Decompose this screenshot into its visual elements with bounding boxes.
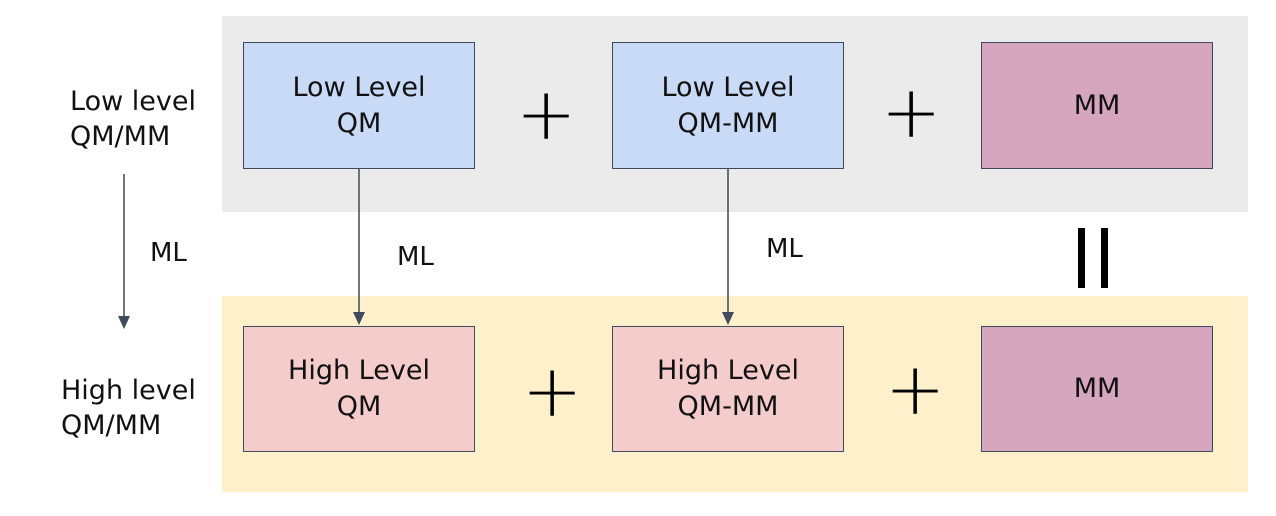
low-level-label-line1: Low level	[70, 86, 196, 117]
plus-operator: +	[522, 349, 583, 433]
plus-operator: +	[516, 72, 577, 156]
box-label-line1: High Level	[657, 355, 799, 386]
equals-icon	[1076, 228, 1110, 288]
box-label-line2: QM	[336, 391, 382, 422]
high-level-qm-mm-box: High Level QM-MM	[612, 326, 844, 452]
box-label-line1: MM	[1073, 89, 1121, 121]
box-label-line1: MM	[1073, 373, 1121, 404]
high-level-label: High level QM/MM	[61, 373, 196, 443]
side-ml-arrow	[118, 174, 130, 329]
box-label-line1: Low Level	[661, 71, 795, 103]
high-level-label-line2: QM/MM	[61, 410, 162, 441]
box-label-line2: QM-MM	[677, 391, 779, 422]
low-level-qm-mm-box: Low Level QM-MM	[612, 42, 844, 169]
box-label-line1: High Level	[288, 355, 430, 386]
low-level-label: Low level QM/MM	[70, 84, 196, 154]
box-label-line2: QM	[336, 107, 382, 139]
low-level-mm-box: MM	[981, 42, 1213, 169]
high-level-qm-box: High Level QM	[243, 326, 475, 452]
plus-operator: +	[885, 347, 946, 431]
qmmm-ml-label: ML	[766, 234, 803, 264]
qm-ml-label: ML	[397, 242, 434, 272]
box-label-line2: QM-MM	[677, 107, 779, 139]
side-ml-label: ML	[150, 238, 187, 268]
low-level-label-line2: QM/MM	[70, 121, 171, 152]
plus-operator: +	[881, 70, 942, 154]
box-label-line1: Low Level	[292, 71, 426, 103]
low-level-qm-box: Low Level QM	[243, 42, 475, 169]
high-level-label-line1: High level	[61, 375, 196, 406]
high-level-mm-box: MM	[981, 326, 1213, 452]
